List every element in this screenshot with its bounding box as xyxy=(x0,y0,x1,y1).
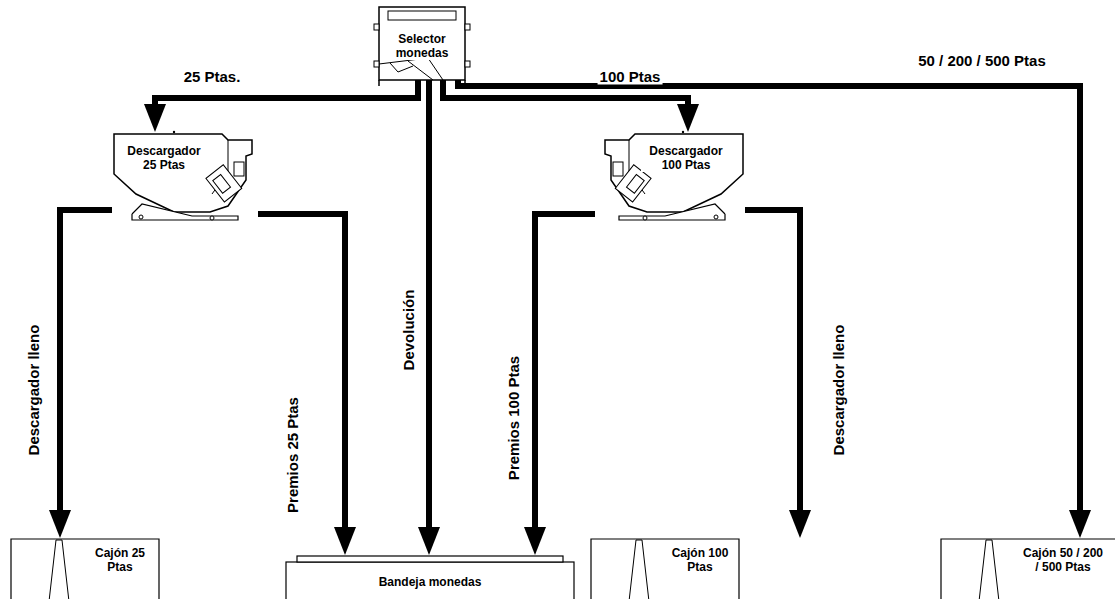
arrow-head xyxy=(144,104,166,132)
coin-path-arrow xyxy=(745,210,811,538)
coin-path-arrow xyxy=(258,214,356,555)
coin-selector: Selector monedas xyxy=(378,6,466,80)
node-label: Cajón 25 Ptas xyxy=(86,546,154,574)
connector-line xyxy=(745,210,800,512)
edge-label: Descargador lleno xyxy=(830,323,847,458)
connector-line xyxy=(426,80,432,529)
arrow-head xyxy=(677,104,699,132)
arrow-head xyxy=(418,527,440,555)
arrow-head xyxy=(334,527,356,555)
connector-line xyxy=(535,214,595,529)
coin-path-arrow xyxy=(144,80,418,132)
edge-label: Premios 100 Ptas xyxy=(505,354,522,482)
coin-path-arrow xyxy=(458,80,1091,538)
edge-label: 50 / 200 / 500 Ptas xyxy=(916,52,1048,69)
node-label: Selector monedas xyxy=(386,32,458,60)
arrow-head xyxy=(524,527,546,555)
coin-path-arrow xyxy=(418,80,440,555)
edge-label: Devolución xyxy=(400,288,417,373)
arrow-head xyxy=(1069,510,1091,538)
coin-drawer: Cajón 25 Ptas xyxy=(10,538,160,599)
edge-label: 25 Ptas. xyxy=(182,68,243,85)
node-label: Cajón 100 Ptas xyxy=(666,546,734,574)
coin-path-arrow xyxy=(524,214,595,555)
arrow-head xyxy=(49,510,71,538)
node-label: Bandeja monedas xyxy=(305,575,555,589)
node-label: Descargador 100 Ptas xyxy=(641,144,731,172)
coin-path-arrow xyxy=(49,210,112,538)
connector-line xyxy=(258,214,345,529)
coin-drawer: Cajón 100 Ptas xyxy=(590,538,740,599)
coin-discharger: Descargador 100 Ptas xyxy=(595,132,745,222)
edge-label: 100 Ptas xyxy=(598,68,663,85)
arrow-head xyxy=(789,510,811,538)
coin-tray: Bandeja monedas xyxy=(285,555,575,599)
connector-line xyxy=(60,210,112,512)
edge-label: Premios 25 Ptas xyxy=(284,395,301,515)
coin-discharger: Descargador 25 Ptas xyxy=(112,132,258,222)
coin-drawer: Cajón 50 / 200 / 500 Ptas xyxy=(940,538,1115,599)
node-label: Cajón 50 / 200 / 500 Ptas xyxy=(1020,546,1106,574)
edge-label: Descargador lleno xyxy=(25,323,42,458)
node-label: Descargador 25 Ptas xyxy=(122,144,206,172)
connector-line xyxy=(458,80,1080,512)
